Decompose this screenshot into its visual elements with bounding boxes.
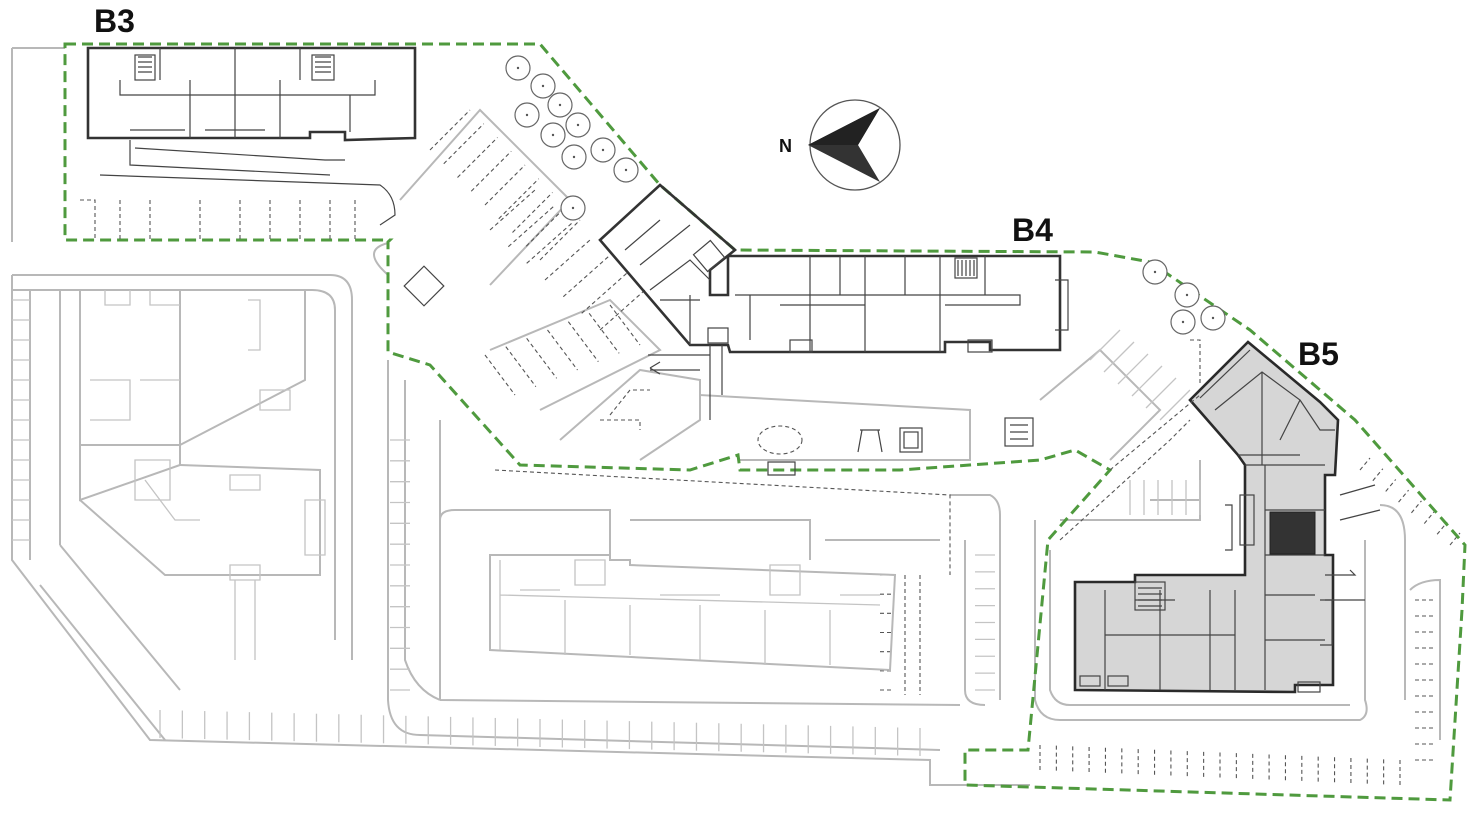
building-label-b5[interactable]: B5 <box>1298 336 1339 372</box>
compass-label: N <box>779 136 792 156</box>
boundary-b3 <box>63 42 1467 802</box>
building-b3[interactable] <box>80 46 417 240</box>
building-b4[interactable] <box>598 183 1069 420</box>
parking-stalls <box>12 109 1461 785</box>
site-boundaries <box>63 42 1467 802</box>
building-b5[interactable] <box>1073 340 1340 694</box>
amenity-area <box>403 265 1034 476</box>
trees <box>505 55 1226 335</box>
walkways <box>600 339 1381 601</box>
building-label-b3[interactable]: B3 <box>94 3 135 39</box>
selected-unit <box>1269 511 1316 555</box>
context-roads <box>11 47 1441 786</box>
building-label-b4[interactable]: B4 <box>1012 212 1053 248</box>
neighbour-building-south <box>489 469 951 695</box>
north-arrow-icon <box>808 99 901 191</box>
neighbour-building-west <box>79 289 326 660</box>
